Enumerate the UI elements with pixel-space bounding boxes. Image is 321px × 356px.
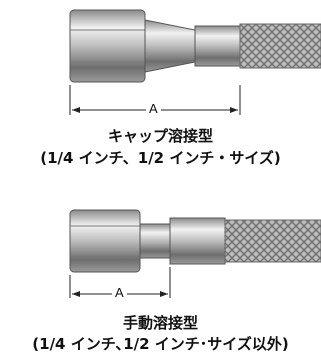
manual-weld-title: 手動溶接型 [122, 314, 198, 332]
manual-weld-subtitle: (1/4 インチ､1/2 インチ･サイズ以外) [32, 335, 289, 353]
manual-weld-hose-illustration [69, 209, 321, 298]
cap-weld-subtitle: (1/4 インチ、1/2 インチ・サイズ) [40, 149, 281, 167]
cap-weld-hose-illustration [69, 9, 321, 115]
manual-weld-figure: A 手動溶接型 (1/4 インチ､1/2 インチ･サイズ以外) [0, 170, 321, 356]
dimension-a-label: A [146, 101, 161, 116]
dimension-a-label: A [112, 285, 127, 300]
cap-weld-figure: A キャップ溶接型 (1/4 インチ、1/2 インチ・サイズ) [0, 0, 321, 170]
cap-weld-title: キャップ溶接型 [107, 127, 213, 145]
